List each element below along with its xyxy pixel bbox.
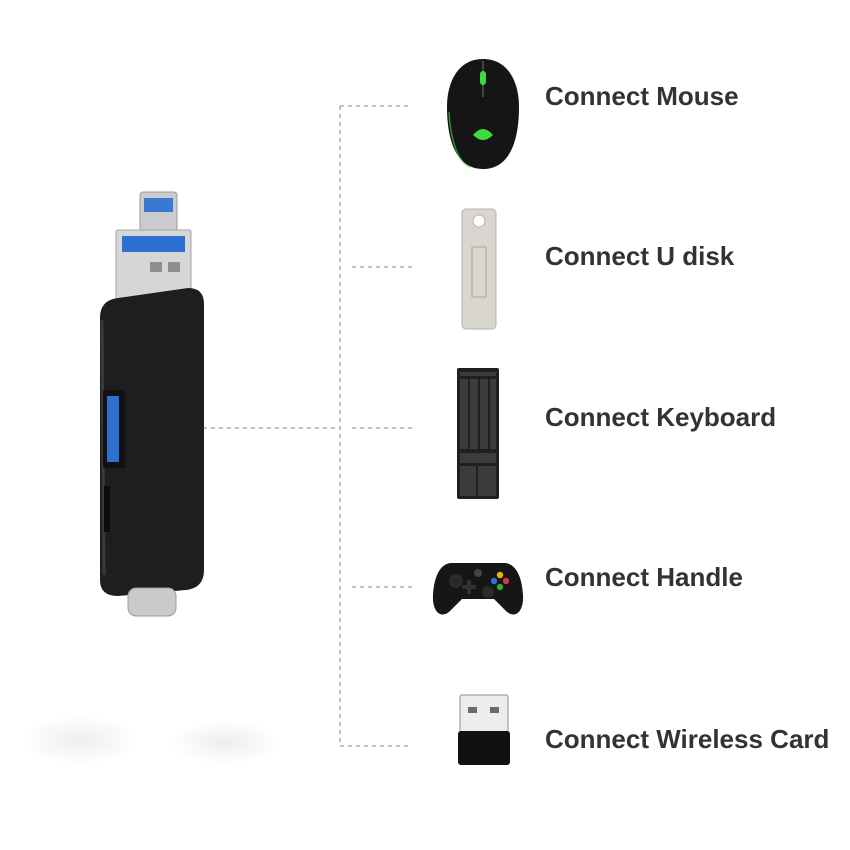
usb-flash-drive-icon bbox=[461, 208, 497, 330]
label-connect-keyboard: Connect Keyboard bbox=[545, 402, 777, 432]
reflection-right bbox=[170, 720, 280, 765]
label-connect-mouse: Connect Mouse bbox=[545, 81, 739, 111]
gamepad-icon bbox=[432, 563, 524, 615]
reflection-left bbox=[20, 715, 140, 765]
label-connect-handle: Connect Handle bbox=[545, 562, 743, 592]
wireless-adapter-icon bbox=[458, 694, 510, 765]
label-connect-wireless-card: Connect Wireless Card bbox=[545, 724, 830, 754]
mouse-icon bbox=[447, 59, 519, 169]
keyboard-icon bbox=[457, 368, 499, 499]
label-connect-u-disk: Connect U disk bbox=[545, 241, 735, 271]
